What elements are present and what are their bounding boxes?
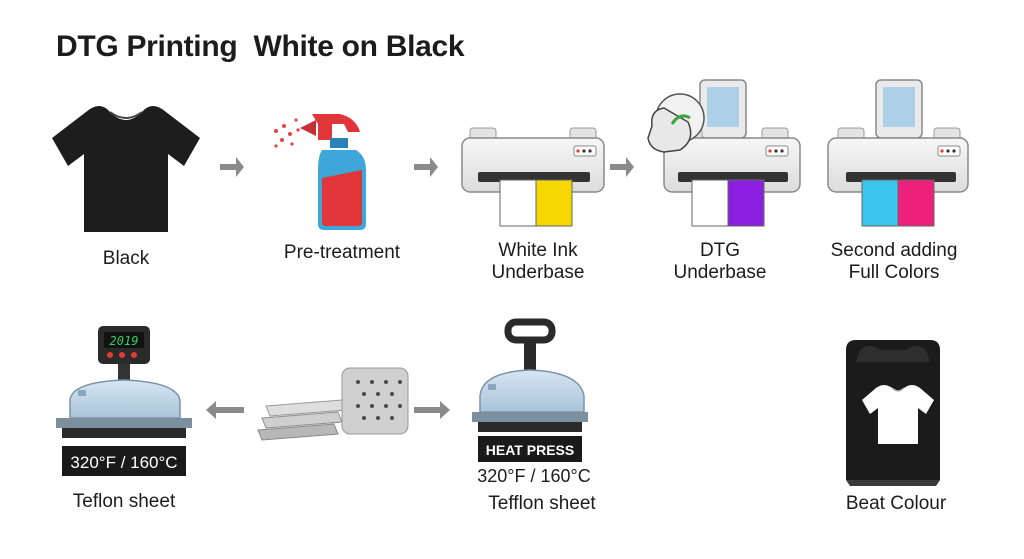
hand-icon (647, 93, 705, 153)
step-label-white-ink-underbase: White Ink Underbase (491, 240, 585, 283)
step-label-pre-treatment: Pre-treatment (283, 242, 401, 263)
step-label-black: Black (102, 248, 150, 269)
tshirt-black-icon (52, 106, 200, 232)
page-title: DTG Printing White on Black (56, 30, 465, 63)
arrow-left-icon (206, 401, 244, 419)
printer-icon (663, 79, 801, 227)
step-label-dtg-underbase: DTG Underbase (673, 240, 767, 283)
arrow-right-icon (610, 157, 634, 177)
teflon-sheet-icon (257, 367, 409, 441)
press-right-temperature: 320°F / 160°C (477, 466, 591, 486)
arrow-right-icon (414, 401, 450, 419)
label-teflon-sheet-right: Tefflon sheet (488, 493, 596, 514)
heat-press-icon (472, 318, 588, 462)
heat-press-icon (56, 326, 192, 476)
label-final-result: Beat Colour (845, 493, 947, 514)
spray-bottle-icon (274, 114, 366, 230)
press-display-readout: 2019 (110, 334, 139, 348)
printer-icon (827, 79, 969, 227)
heat-press-brand: HEAT PRESS (486, 442, 574, 458)
arrow-right-icon (220, 157, 244, 177)
printer-icon (461, 127, 605, 227)
step-label-full-colors: Second adding Full Colors (830, 240, 958, 283)
press-left-temperature: 320°F / 160°C (70, 453, 177, 472)
folded-shirt-icon (846, 340, 940, 486)
arrow-right-icon (414, 157, 438, 177)
label-teflon-sheet-left: Teflon sheet (72, 491, 176, 512)
